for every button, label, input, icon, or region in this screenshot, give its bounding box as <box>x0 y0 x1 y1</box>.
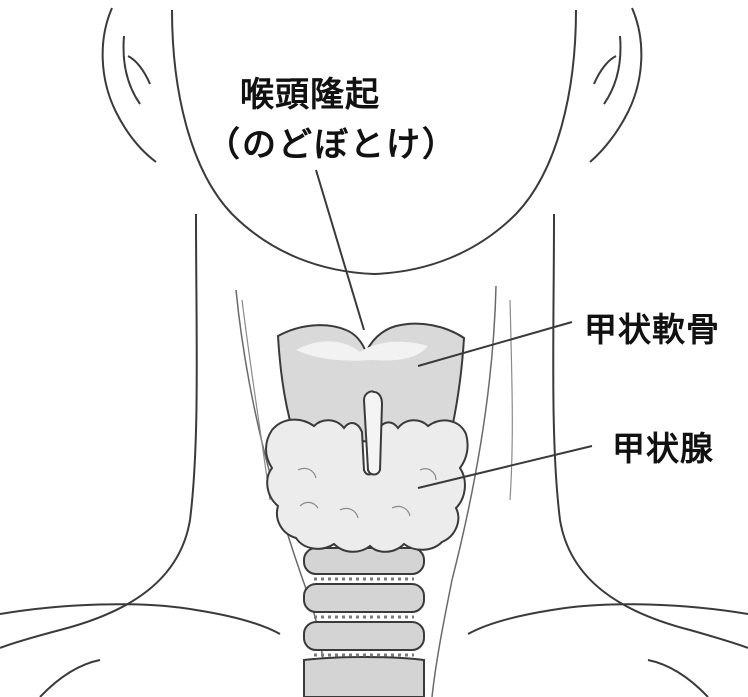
leader-line-adams-apple <box>316 170 364 330</box>
label-adams-apple-reading: （のどぼとけ） <box>206 128 458 162</box>
trachea-ring <box>304 622 424 650</box>
label-adams-apple: 喉頭隆起 <box>240 78 380 112</box>
label-thyroid-gland: 甲状腺 <box>612 432 714 465</box>
neck-left-outline <box>0 214 197 648</box>
right-muscle-line-2 <box>510 300 512 500</box>
label-thyroid-cartilage: 甲状軟骨 <box>584 313 720 346</box>
trachea <box>304 548 424 697</box>
right-chest-line <box>648 660 708 697</box>
cartilage-midline-ridge <box>364 391 382 474</box>
trachea-ring <box>304 584 424 612</box>
trachea-ring <box>304 548 424 574</box>
trachea-ring-bottom <box>304 657 424 697</box>
right-clavicle-line <box>468 604 748 634</box>
left-muscle-line-2 <box>242 300 270 500</box>
left-ear-outline <box>103 8 156 162</box>
left-chest-line <box>40 660 100 697</box>
right-ear-outline <box>590 8 641 162</box>
left-clavicle-line <box>0 604 280 634</box>
